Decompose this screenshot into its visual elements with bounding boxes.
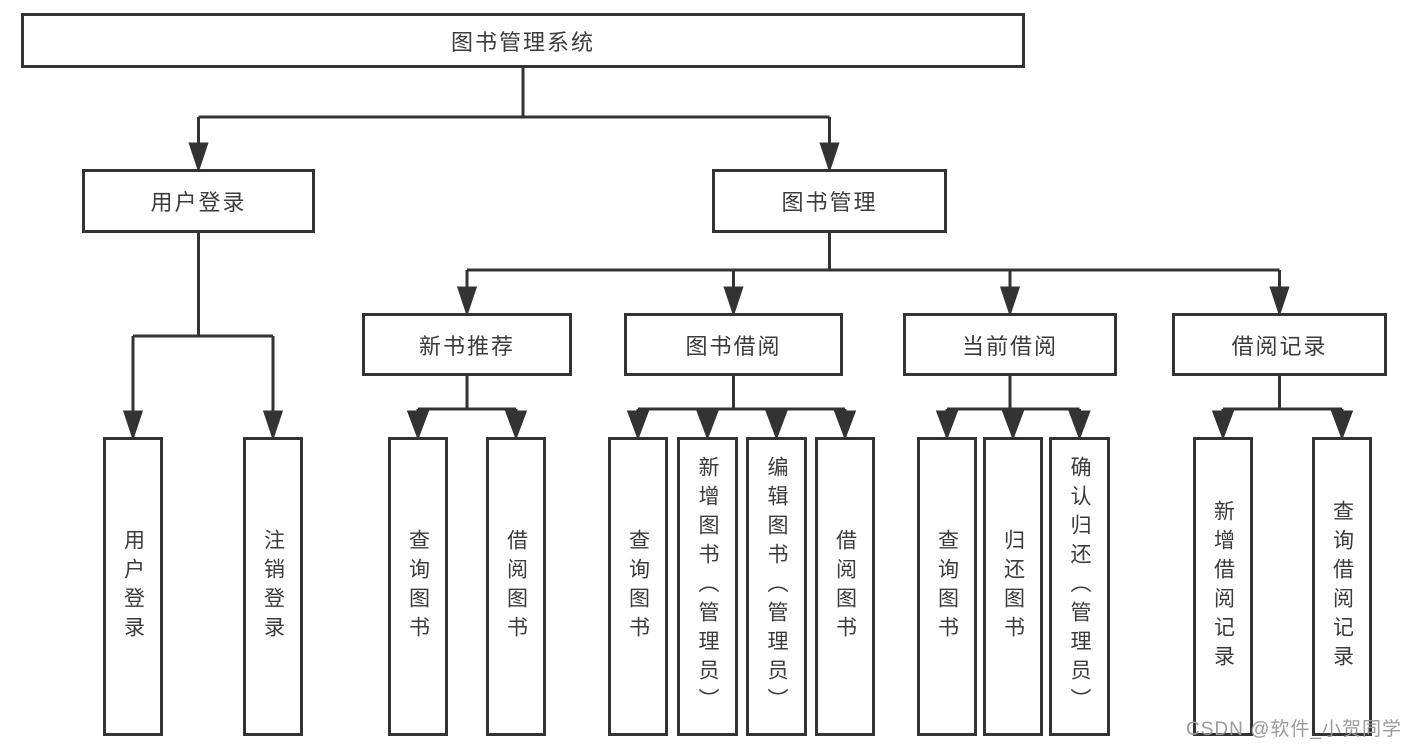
- arrowhead: [1068, 410, 1091, 441]
- csdn-watermark: CSDN @软件_小贺同学: [1186, 719, 1402, 740]
- arrowhead: [122, 410, 144, 441]
- leaf-confirm-return-admin: 确认归还（管理员）: [1049, 437, 1110, 736]
- node-user-login: 用户登录: [82, 169, 315, 233]
- node-book-borrowing: 图书借阅: [624, 313, 843, 376]
- arrowhead: [504, 410, 528, 441]
- leaf-borrow-books-recommend: 借阅图书: [486, 437, 546, 736]
- arrowhead: [765, 410, 788, 441]
- leaf-query-books-recommend: 查询图书: [388, 437, 448, 736]
- connector-current-borrowing-branch: [935, 376, 1091, 441]
- leaf-user-login: 用户登录: [103, 437, 163, 736]
- arrowhead: [1001, 410, 1025, 441]
- arrowhead: [406, 410, 430, 441]
- leaf-return-book: 归还图书: [983, 437, 1043, 736]
- node-root: 图书管理系统: [21, 13, 1025, 68]
- arrowhead: [723, 286, 744, 317]
- node-borrowing-records: 借阅记录: [1172, 313, 1387, 376]
- arrowhead: [833, 410, 857, 441]
- connector-user-login-branch: [122, 233, 284, 441]
- leaf-query-books-borrowing: 查询图书: [608, 437, 668, 736]
- arrowhead: [819, 142, 840, 173]
- leaf-query-books-current: 查询图书: [917, 437, 977, 736]
- connector-new-book-recommend-branch: [406, 376, 528, 441]
- arrowhead: [1330, 410, 1354, 441]
- leaf-query-borrow-record: 查询借阅记录: [1312, 437, 1372, 736]
- arrowhead: [1211, 410, 1235, 441]
- connector-root-to-level2: [188, 68, 840, 173]
- connector-book-management-branch: [456, 233, 1290, 317]
- arrowhead: [1269, 286, 1290, 317]
- leaf-borrow-books-borrowing: 借阅图书: [815, 437, 875, 736]
- node-new-book-recommend: 新书推荐: [362, 313, 572, 376]
- leaf-logout-login: 注销登录: [243, 437, 303, 736]
- connector-borrowing-records-branch: [1211, 376, 1354, 441]
- leaf-add-book-admin: 新增图书（管理员）: [677, 437, 738, 736]
- arrowhead: [626, 410, 650, 441]
- arrowhead: [262, 410, 284, 441]
- arrowhead: [188, 142, 209, 173]
- node-current-borrowing: 当前借阅: [903, 313, 1117, 376]
- arrowhead: [696, 410, 719, 441]
- leaf-add-borrow-record: 新增借阅记录: [1193, 437, 1253, 736]
- arrowhead: [999, 286, 1021, 317]
- arrowhead: [456, 286, 478, 317]
- arrowhead: [935, 410, 959, 441]
- node-book-management: 图书管理: [712, 169, 947, 233]
- leaf-edit-book-admin: 编辑图书（管理员）: [746, 437, 807, 736]
- connector-book-borrowing-branch: [626, 376, 857, 441]
